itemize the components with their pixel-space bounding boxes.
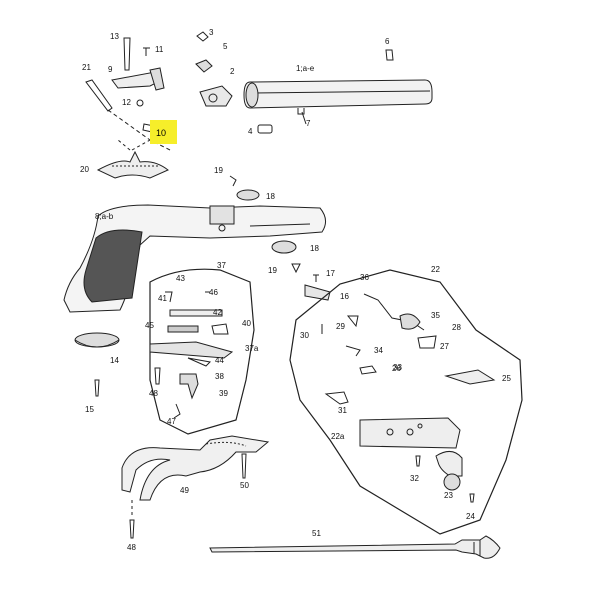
label-part-22: 22 (431, 265, 440, 274)
label-part-34: 34 (374, 346, 383, 355)
label-part-30: 30 (300, 331, 309, 340)
label-part-51: 51 (312, 529, 321, 538)
label-part-25: 25 (502, 374, 511, 383)
label-part-10: 10 (156, 128, 167, 138)
label-part-49: 49 (180, 486, 189, 495)
label-part-19-lower: 19 (268, 266, 277, 275)
label-part-7: 7 (306, 119, 311, 128)
label-part-15: 15 (85, 405, 94, 414)
label-part-12: 12 (122, 98, 131, 107)
label-part-32: 32 (410, 474, 419, 483)
label-part-28: 28 (452, 323, 461, 332)
label-part-23: 23 (444, 491, 453, 500)
label-part-24: 24 (466, 512, 475, 521)
label-part-20: 20 (80, 165, 89, 174)
label-part-8: 8;a-b (95, 212, 114, 221)
label-part-26: 26 (392, 364, 401, 373)
label-part-11: 11 (155, 45, 164, 54)
label-part-1: 1;a-e (296, 64, 315, 73)
label-part-3: 3 (209, 28, 214, 37)
label-part-9: 9 (108, 65, 113, 74)
label-part-13: 13 (110, 32, 119, 41)
label-part-37: 37 (217, 261, 226, 270)
label-part-22a: 22a (331, 432, 345, 441)
label-part-48-lower: 48 (127, 543, 136, 552)
label-part-50: 50 (240, 481, 249, 490)
label-part-36: 36 (360, 273, 369, 282)
highlight-part-10: 10 (150, 120, 177, 144)
label-part-39: 39 (219, 389, 228, 398)
label-part-29: 29 (336, 322, 345, 331)
label-part-18-upper: 18 (266, 192, 275, 201)
label-part-43: 43 (176, 274, 185, 283)
label-part-27: 27 (440, 342, 449, 351)
barrel-part (243, 79, 433, 115)
stock-part (63, 204, 326, 313)
label-part-46: 46 (209, 288, 218, 297)
label-part-6: 6 (385, 37, 390, 46)
label-part-35: 35 (431, 311, 440, 320)
label-part-16: 16 (340, 292, 349, 301)
label-part-42: 42 (213, 308, 222, 317)
label-part-37a: 37a (245, 344, 259, 353)
label-part-33: 33 (393, 363, 402, 372)
label-part-19-upper: 19 (214, 166, 223, 175)
label-part-17: 17 (326, 269, 335, 278)
label-part-18-lower: 18 (310, 244, 319, 253)
label-part-44: 44 (215, 356, 224, 365)
label-part-45: 45 (145, 321, 154, 330)
label-part-41: 41 (158, 294, 167, 303)
label-part-31: 31 (338, 406, 347, 415)
label-part-14: 14 (110, 356, 119, 365)
label-part-21: 21 (82, 63, 91, 72)
label-part-40: 40 (242, 319, 251, 328)
label-part-38: 38 (215, 372, 224, 381)
label-part-2: 2 (230, 67, 235, 76)
label-part-47: 47 (167, 417, 176, 426)
label-part-4: 4 (248, 127, 253, 136)
label-part-48-upper: 48 (149, 389, 158, 398)
label-part-5: 5 (223, 42, 228, 51)
